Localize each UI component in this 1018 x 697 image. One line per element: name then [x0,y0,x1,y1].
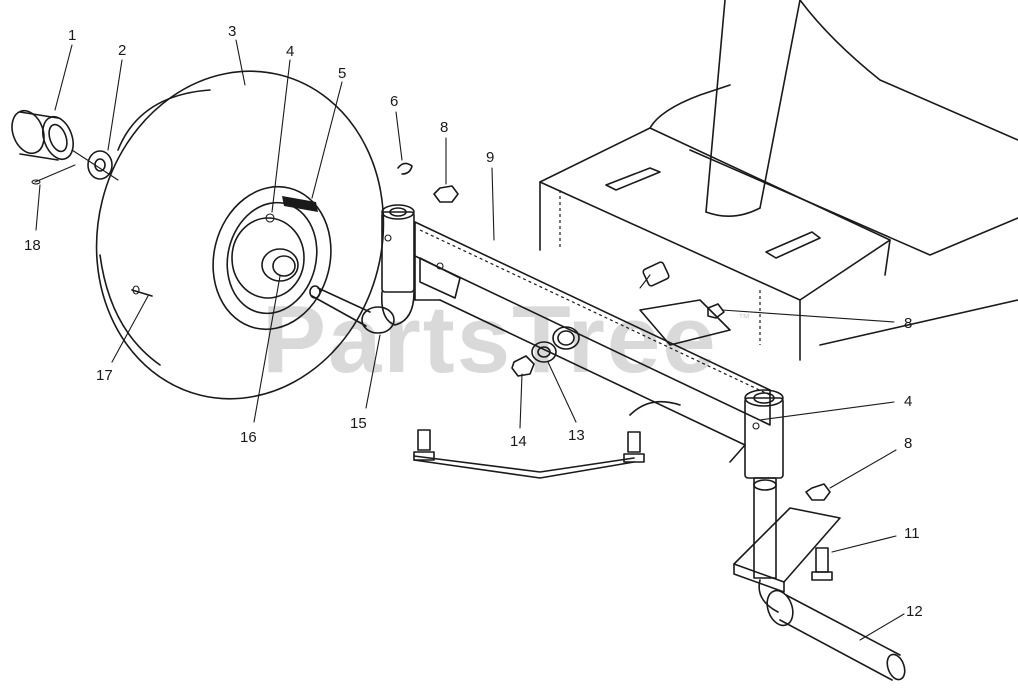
callout-8-middle: 8 [904,315,912,332]
callout-labels: 1 2 3 4 5 6 8 9 18 8 17 4 16 15 14 13 8 … [24,23,923,620]
callout-9: 9 [486,149,494,166]
callout-4-lower: 4 [904,393,912,410]
hardware [397,162,833,581]
leader-lines [35,39,905,641]
callout-1: 1 [68,27,76,44]
callout-4-upper: 4 [286,43,294,60]
frame-and-steering-column [539,0,1018,361]
callout-11: 11 [904,525,920,542]
watermark-trademark: ™ [738,311,750,325]
callout-16: 16 [240,429,257,446]
spindle-right [733,389,906,681]
hub-cap-and-pin [11,109,119,185]
watermark-text: PartsTree [262,286,718,393]
callout-3: 3 [228,23,236,40]
front-axle-beam [414,221,771,463]
callout-17: 17 [96,367,113,384]
wheel-and-tire [95,70,385,400]
callout-12: 12 [906,603,923,620]
spindle-left [309,204,415,334]
callout-8-lower: 8 [904,435,912,452]
callout-15: 15 [350,415,367,432]
callout-14: 14 [510,433,527,450]
callout-6: 6 [390,93,398,110]
callout-8-upper: 8 [440,119,448,136]
callout-13: 13 [568,427,585,444]
callout-2: 2 [118,42,126,59]
callout-18: 18 [24,237,41,254]
callout-5: 5 [338,65,346,82]
